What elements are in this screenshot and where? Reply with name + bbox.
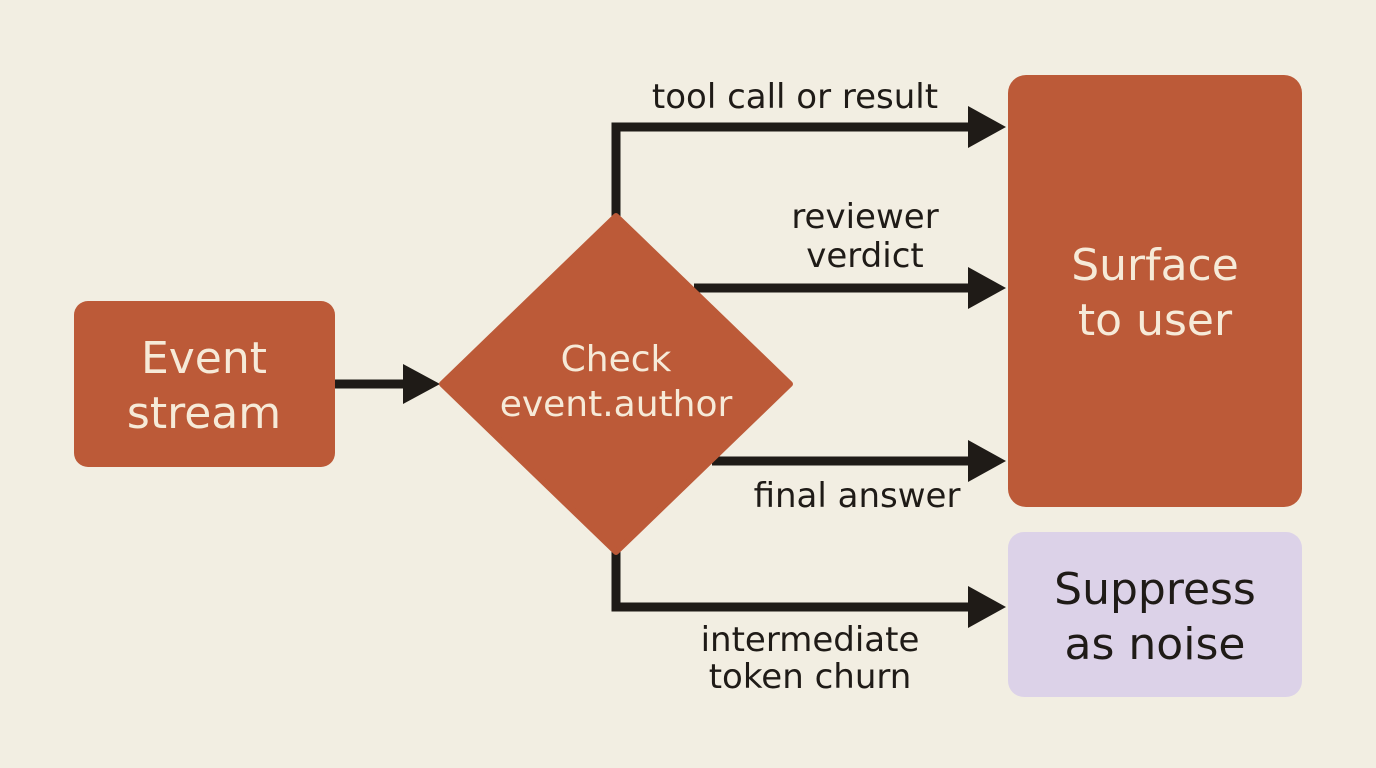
node-check-author-line2: event.author xyxy=(500,384,733,425)
arrowhead-icon xyxy=(968,440,1006,482)
edge-label-intermediate-line2: token churn xyxy=(709,657,912,697)
arrowhead-icon xyxy=(968,106,1006,148)
node-suppress-line1: Suppress xyxy=(1054,564,1256,615)
edge-stream-to-check xyxy=(335,364,440,404)
node-suppress-as-noise: Suppress as noise xyxy=(1008,532,1302,697)
edge-label-tool-call: tool call or result xyxy=(652,77,938,117)
arrowhead-icon xyxy=(968,267,1006,309)
edge-label-reviewer-line1: reviewer xyxy=(791,197,938,237)
node-surface-line1: Surface xyxy=(1071,240,1239,291)
arrowhead-icon xyxy=(403,364,440,404)
node-event-stream-line2: stream xyxy=(127,388,281,439)
node-suppress-line2: as noise xyxy=(1065,619,1246,670)
edge-tool-call: tool call or result xyxy=(611,77,1006,216)
node-check-author-line1: Check xyxy=(561,339,672,380)
node-check-author: Check event.author xyxy=(439,213,793,555)
node-surface-to-user: Surface to user xyxy=(1008,75,1302,507)
edge-reviewer-verdict: reviewer verdict xyxy=(694,197,1006,309)
edge-intermediate: intermediate token churn xyxy=(611,550,1006,697)
node-event-stream-line1: Event xyxy=(141,333,267,384)
node-surface-line2: to user xyxy=(1078,295,1233,346)
node-event-stream: Event stream xyxy=(74,301,335,467)
edge-label-reviewer-line2: verdict xyxy=(806,236,923,276)
edge-label-intermediate-line1: intermediate xyxy=(701,620,920,660)
edge-final-answer: final answer xyxy=(712,440,1006,516)
arrowhead-icon xyxy=(968,586,1006,628)
edge-label-final-answer: final answer xyxy=(754,476,961,516)
